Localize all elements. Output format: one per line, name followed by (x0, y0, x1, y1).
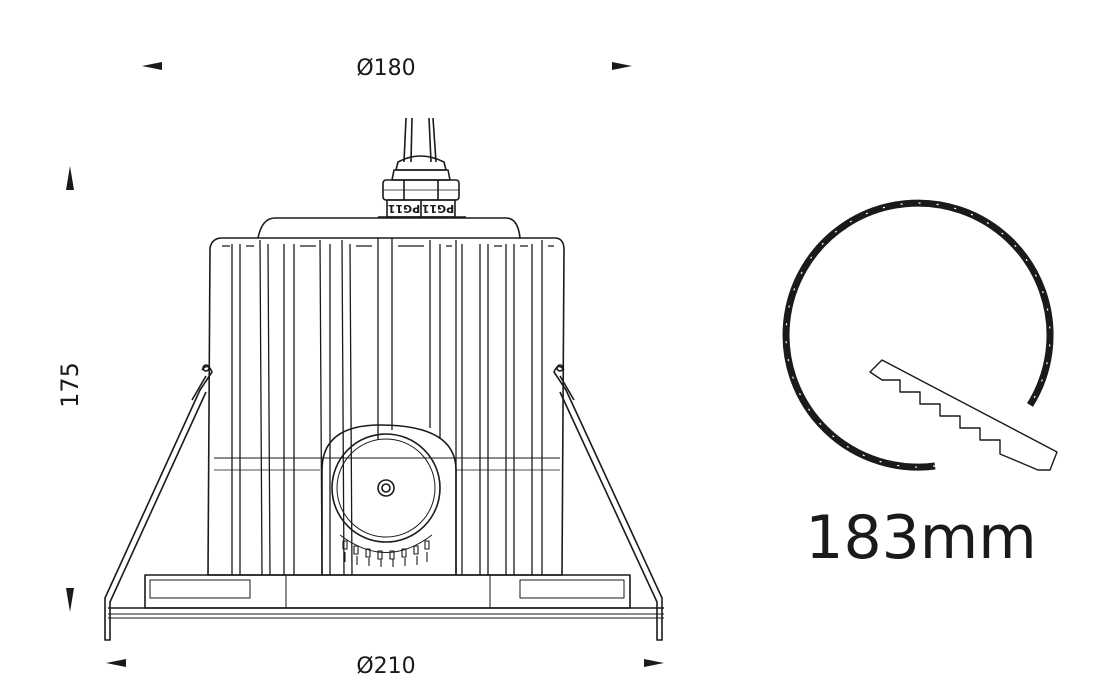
heatsink-body (207, 237, 565, 576)
cutout-label: 183mm (805, 503, 1036, 573)
height-label: 175 (56, 362, 84, 408)
ceiling-section-icon (869, 359, 1058, 471)
gland-marking-right: PG11 (422, 202, 454, 215)
downlight-fixture: PG11 PG11 (104, 117, 664, 641)
base-housing (108, 574, 664, 619)
cable (403, 117, 437, 163)
spring-clip-right (553, 364, 663, 641)
spring-clip-left (104, 364, 213, 641)
dial-tick-marks (342, 540, 430, 567)
cutout-icon: 183mm (782, 199, 1058, 573)
top-plate (257, 217, 521, 239)
up-arrow-icon (66, 166, 74, 190)
down-arrow-icon (66, 588, 74, 612)
left-arrow-icon (106, 659, 126, 667)
top-diameter-label: Ø180 (356, 56, 415, 81)
bottom-diameter-label: Ø210 (356, 654, 415, 679)
cutout-circle-icon (782, 199, 1054, 471)
right-arrow-icon (644, 659, 664, 667)
gland-marking-left: PG11 (388, 202, 420, 215)
tilt-dial (321, 424, 457, 575)
cable-gland: PG11 PG11 (378, 155, 466, 218)
top-diameter-dimension: Ø180 (142, 56, 632, 81)
height-dimension: 175 (56, 166, 84, 612)
heatsink-fins (214, 238, 560, 576)
right-arrow-icon (612, 62, 632, 70)
bottom-diameter-dimension: Ø210 (106, 654, 664, 679)
left-arrow-icon (142, 62, 162, 70)
